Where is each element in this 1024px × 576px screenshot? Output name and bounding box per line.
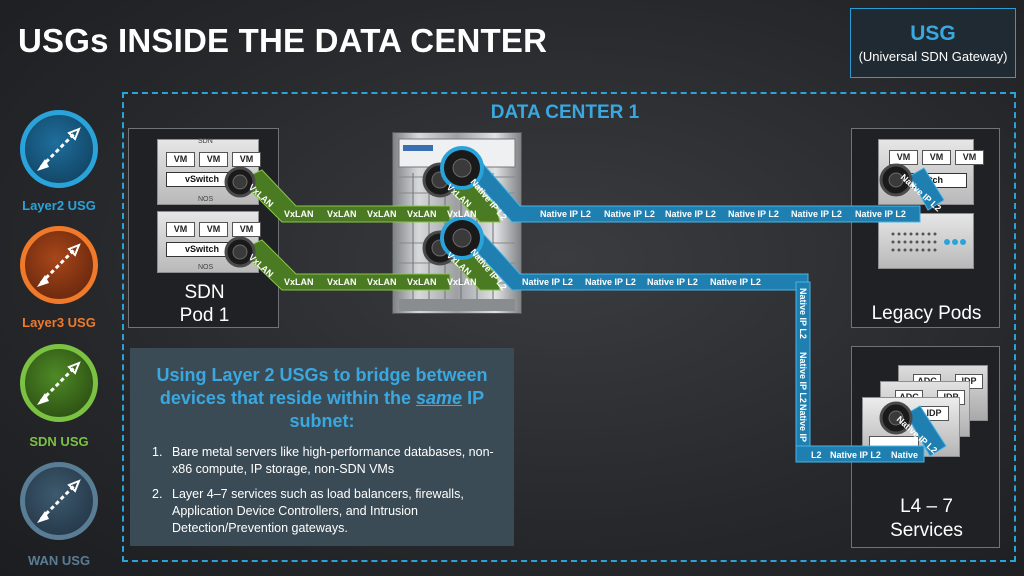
info-heading-pre: Using Layer 2 USGs to bridge between dev… xyxy=(156,365,488,408)
vm-box: VM xyxy=(232,222,261,237)
legend-label-layer3: Layer3 USG xyxy=(22,315,96,330)
vxlan-label: VxLAN xyxy=(284,277,314,287)
vxlan-label: VxLAN xyxy=(407,209,437,219)
native-legacy-diag-path xyxy=(909,167,945,211)
native-services-diag-path xyxy=(905,405,947,457)
native-label: L2 xyxy=(811,450,822,460)
usg-port-sdn-bottom xyxy=(224,236,256,268)
server-nos-label: NOS xyxy=(198,264,214,271)
sdn-pod-label-line1: SDN xyxy=(184,282,225,303)
vxlan-upper-path xyxy=(239,169,451,223)
usg-port-services xyxy=(879,401,913,435)
info-box: Using Layer 2 USGs to bridge between dev… xyxy=(130,348,514,546)
vxlan-label: VxLAN xyxy=(367,277,397,287)
native-label: Native IP L2 xyxy=(830,450,881,460)
vm-box: VM xyxy=(922,150,951,165)
legacy-pods-panel: VM VM VM Switch Legacy Pods xyxy=(851,128,1000,328)
server-nos-label: NOS xyxy=(198,196,214,203)
usg-box-subtitle: (Universal SDN Gateway) xyxy=(858,49,1008,64)
vxlan-label: VxLAN xyxy=(407,277,437,287)
services-label-line1: L4 – 7 xyxy=(900,496,953,517)
native-label: Native IP L2 xyxy=(710,277,761,287)
native-label: Native IP L2 xyxy=(728,209,779,219)
wan-usg-icon xyxy=(20,462,98,540)
native-label: Native IP L2 xyxy=(791,209,842,219)
usg-definition-box: USG (Universal SDN Gateway) xyxy=(850,8,1016,78)
native-label: Native IP L2 xyxy=(647,277,698,287)
native-label: Native xyxy=(891,450,918,460)
layer2-usg-icon xyxy=(20,110,98,188)
info-list-item: 1. Bare metal servers like high-performa… xyxy=(152,444,504,478)
vxlan-label: VxLAN xyxy=(367,209,397,219)
vm-box: VM xyxy=(166,222,195,237)
vxlan-label: VxLAN xyxy=(327,209,357,219)
legend-label-sdn: SDN USG xyxy=(29,434,89,449)
native-bottom-path xyxy=(795,445,925,463)
vm-box: VM xyxy=(955,150,984,165)
legend-label-wan: WAN USG xyxy=(27,553,91,568)
vxlan-label: VxLAN xyxy=(447,277,477,287)
server-top-label: SDN xyxy=(198,138,213,145)
native-vertical-label: Native IP xyxy=(798,404,808,442)
legacy-pods-label: Legacy Pods xyxy=(871,303,982,324)
native-label: Native IP L2 xyxy=(855,209,906,219)
usg-port-legacy xyxy=(879,163,913,197)
usg-port-sdn-top xyxy=(224,166,256,198)
services-label: L4 – 7 Services xyxy=(852,495,1001,543)
info-heading-emphasis: same xyxy=(416,388,463,408)
native-label: Native IP L2 xyxy=(604,209,655,219)
vm-box: VM xyxy=(889,150,918,165)
vm-box: VM xyxy=(232,152,261,167)
usg-box-title: USG xyxy=(910,22,956,45)
slide-title: USGs INSIDE THE DATA CENTER xyxy=(18,22,548,59)
services-label-line2: Services xyxy=(890,520,963,541)
sdn-server-2: VM VM VM vSwitch NOS xyxy=(157,211,261,273)
data-center-label: DATA CENTER 1 xyxy=(490,102,640,123)
info-heading: Using Layer 2 USGs to bridge between dev… xyxy=(130,364,514,433)
native-label: Native IP L2 xyxy=(585,277,636,287)
vm-box: VM xyxy=(199,152,228,167)
vxlan-label: VxLAN xyxy=(284,209,314,219)
vxlan-label: VxLAN xyxy=(447,209,477,219)
sdn-pod-panel: SDN VM VM VM vSwitch NOS VM VM VM vSwitc… xyxy=(128,128,279,328)
sdn-pod-label-line2: Pod 1 xyxy=(179,305,230,326)
native-label: Native IP L2 xyxy=(522,277,573,287)
usg-port-router-bottom-l2 xyxy=(440,216,484,260)
layer3-usg-icon xyxy=(20,226,98,304)
sdn-pod-label: SDN Pod 1 xyxy=(129,281,280,327)
info-item-number: 1. xyxy=(152,445,163,459)
info-item-text: Layer 4–7 services such as load balancer… xyxy=(172,487,464,535)
info-item-text: Bare metal servers like high-performance… xyxy=(172,445,494,476)
info-item-number: 2. xyxy=(152,487,163,501)
vxlan-lower-path xyxy=(239,239,451,291)
vm-box: VM xyxy=(166,152,195,167)
native-label: Native IP L2 xyxy=(540,209,591,219)
native-vertical-label: Native IP L2 xyxy=(798,352,808,403)
legend-label-layer2: Layer2 USG xyxy=(22,198,96,213)
info-list-item: 2. Layer 4–7 services such as load balan… xyxy=(152,486,504,538)
info-heading-post: IP subnet: xyxy=(289,388,485,431)
vswitch-box: vSwitch xyxy=(166,172,228,187)
data-center-border xyxy=(122,92,1016,562)
vxlan-label: VxLAN xyxy=(327,277,357,287)
usg-port-router-top-l2 xyxy=(440,146,484,190)
native-label: Native IP L2 xyxy=(665,209,716,219)
sdn-usg-icon xyxy=(20,344,98,422)
native-vertical-label: Native IP L2 xyxy=(798,288,808,339)
vm-box: VM xyxy=(199,222,228,237)
